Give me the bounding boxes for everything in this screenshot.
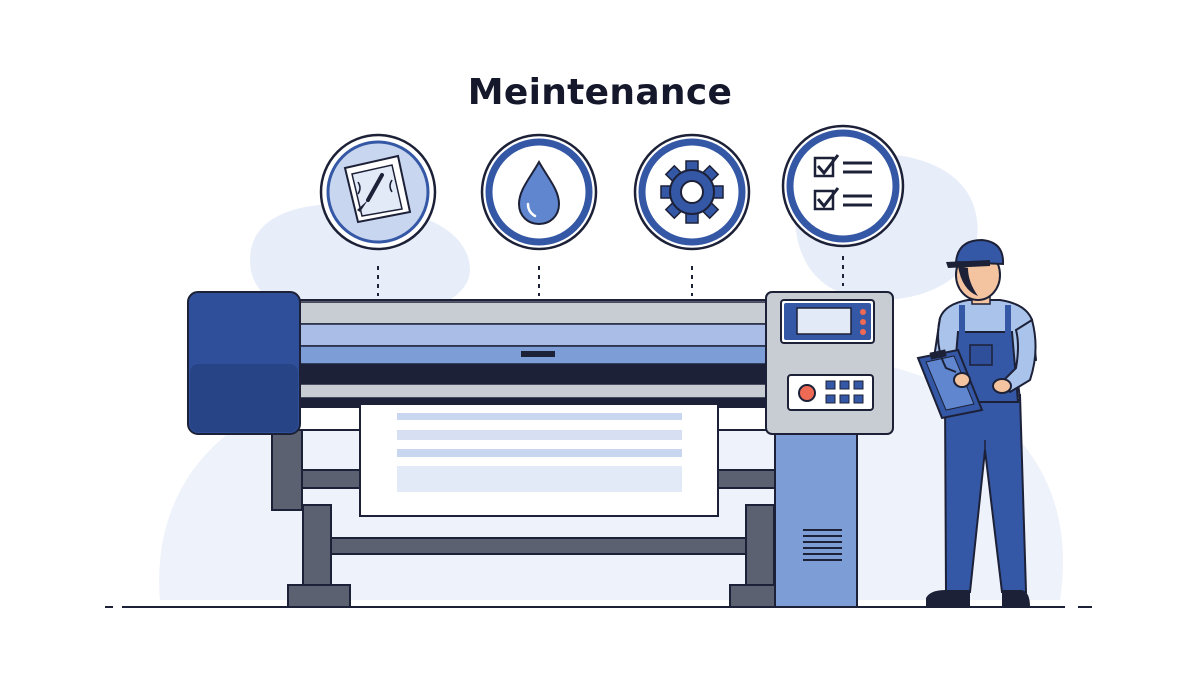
printer-pedestal <box>774 429 858 608</box>
checklist-icon <box>781 124 905 248</box>
clipboard-icon <box>916 348 984 420</box>
cleaning-cloth-icon <box>319 133 437 251</box>
control-display <box>796 307 852 335</box>
technician-cap <box>954 238 1005 266</box>
gear-icon <box>633 133 751 251</box>
printed-paper <box>359 403 719 517</box>
power-button <box>798 384 816 402</box>
printer-control-panel <box>765 291 894 435</box>
wide-format-printer <box>187 291 894 608</box>
printer-slot <box>521 351 555 357</box>
technician <box>916 238 1038 607</box>
printer-stand <box>271 429 793 608</box>
ink-drop-icon <box>480 133 598 251</box>
printer-left-cap <box>187 291 301 435</box>
page-title: Meintenance <box>467 72 733 113</box>
